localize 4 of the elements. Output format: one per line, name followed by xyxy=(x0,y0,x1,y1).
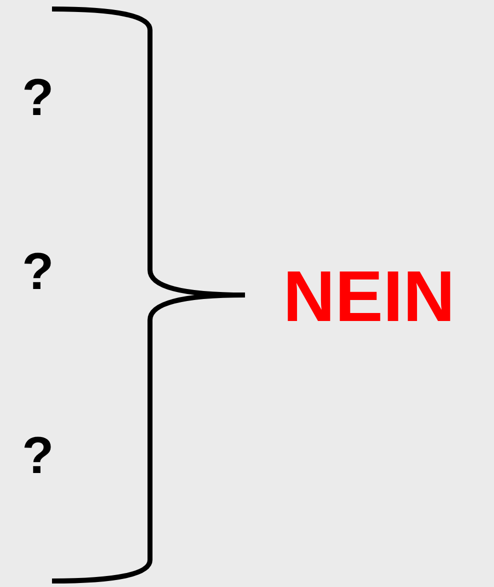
question-mark: ? xyxy=(22,430,54,482)
question-mark: ? xyxy=(22,72,54,124)
answer-text: NEIN xyxy=(283,261,456,333)
question-mark: ? xyxy=(22,246,54,298)
